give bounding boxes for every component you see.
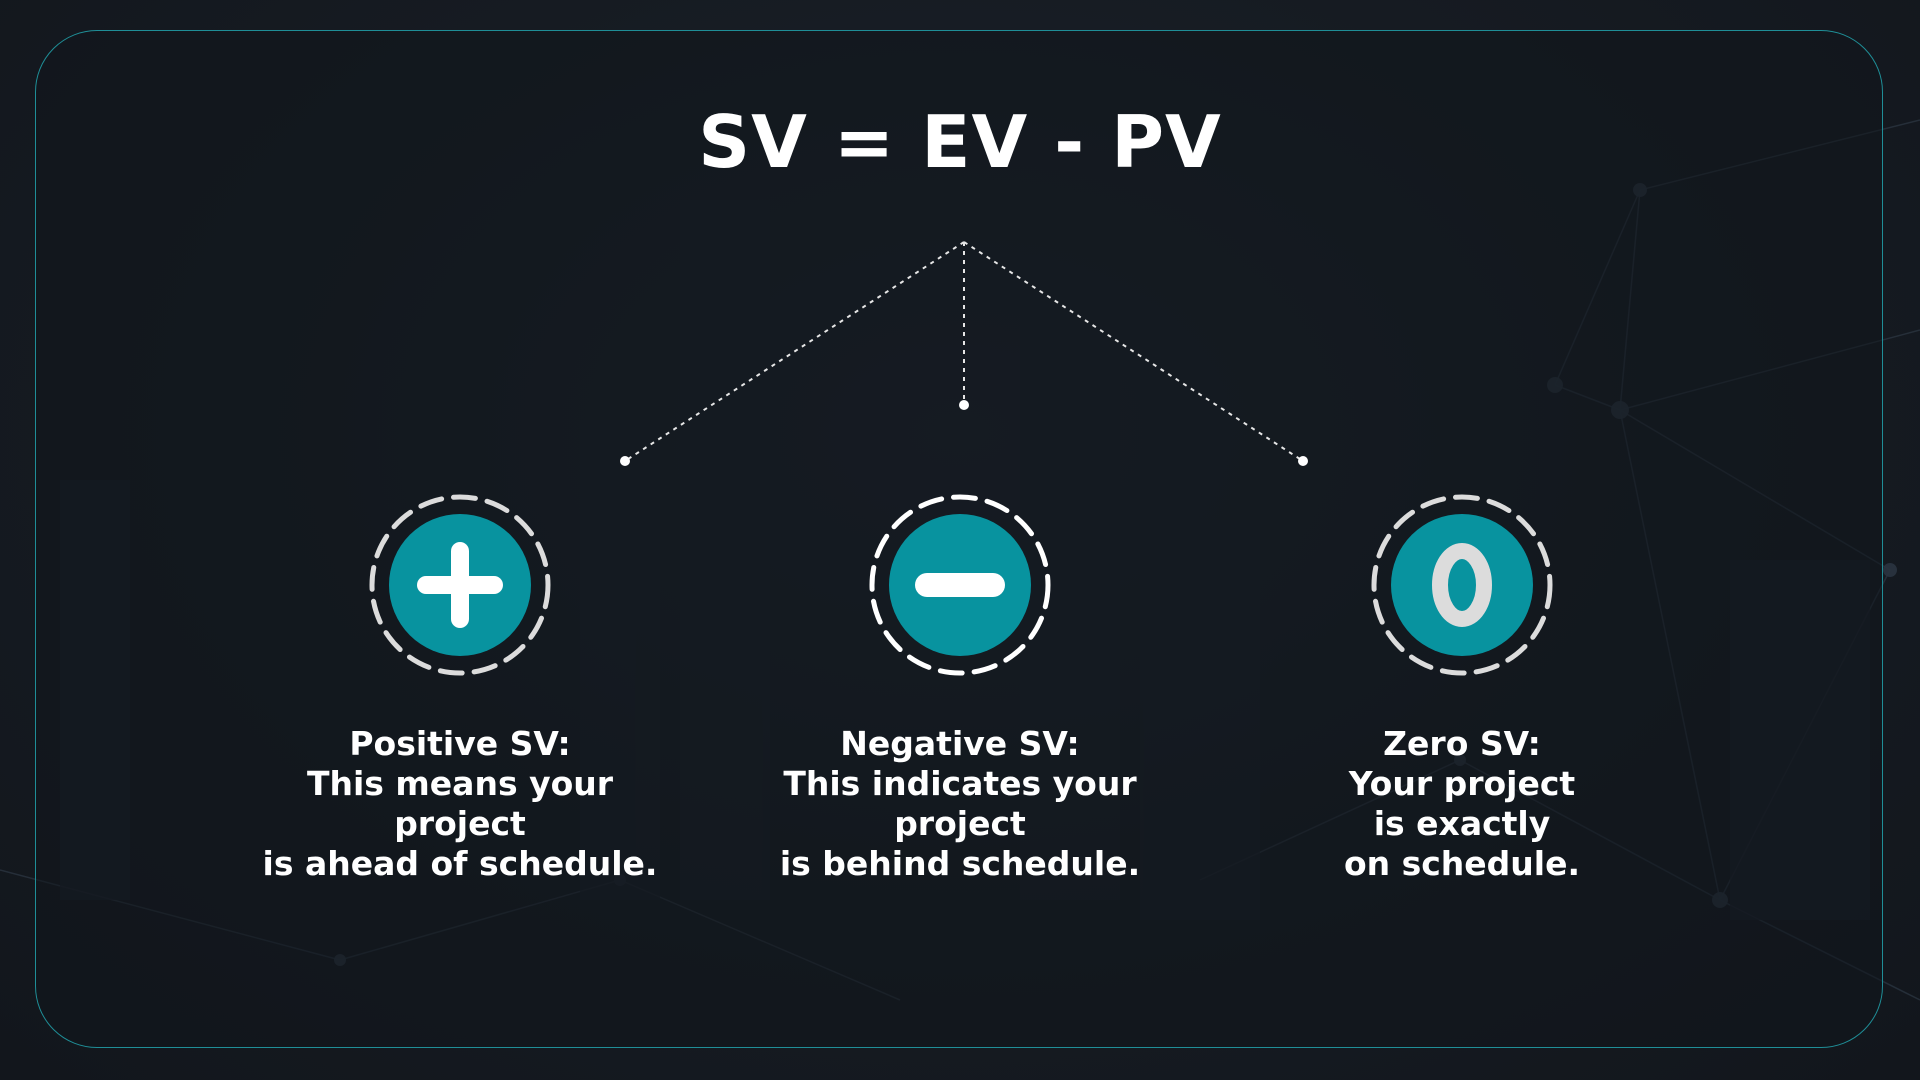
negative-sv-title: Negative SV: xyxy=(840,724,1080,763)
negative-sv-item: Negative SV: This indicates your project… xyxy=(750,492,1170,884)
zero-sv-caption: Zero SV: Your project is exactly on sche… xyxy=(1252,724,1672,884)
positive-sv-line-1: This means your xyxy=(306,764,614,803)
zero-sv-line-1: Your project xyxy=(1348,764,1576,803)
positive-sv-item: Positive SV: This means your project is … xyxy=(250,492,670,884)
positive-sv-caption: Positive SV: This means your project is … xyxy=(250,724,670,884)
zero-icon xyxy=(1371,494,1553,676)
zero-sv-item: Zero SV: Your project is exactly on sche… xyxy=(1252,492,1672,884)
zero-sv-line-3: on schedule. xyxy=(1343,844,1581,883)
negative-sv-line-3: is behind schedule. xyxy=(779,844,1141,883)
negative-sv-caption: Negative SV: This indicates your project… xyxy=(750,724,1170,884)
positive-sv-title: Positive SV: xyxy=(349,724,571,763)
plus-icon xyxy=(369,494,551,676)
connector-dot-right xyxy=(1298,456,1308,466)
zero-sv-title: Zero SV: xyxy=(1383,724,1541,763)
connector-dot-center xyxy=(959,400,969,410)
connector-right xyxy=(963,241,1304,462)
minus-icon xyxy=(869,494,1051,676)
negative-sv-line-2: project xyxy=(894,804,1026,843)
formula-title: SV = EV - PV xyxy=(698,100,1222,184)
zero-sv-line-2: is exactly xyxy=(1373,804,1551,843)
connector-left xyxy=(624,241,965,462)
connector-dot-left xyxy=(620,456,630,466)
positive-sv-line-2: project xyxy=(394,804,526,843)
negative-sv-line-1: This indicates your xyxy=(783,764,1137,803)
positive-sv-line-3: is ahead of schedule. xyxy=(262,844,658,883)
